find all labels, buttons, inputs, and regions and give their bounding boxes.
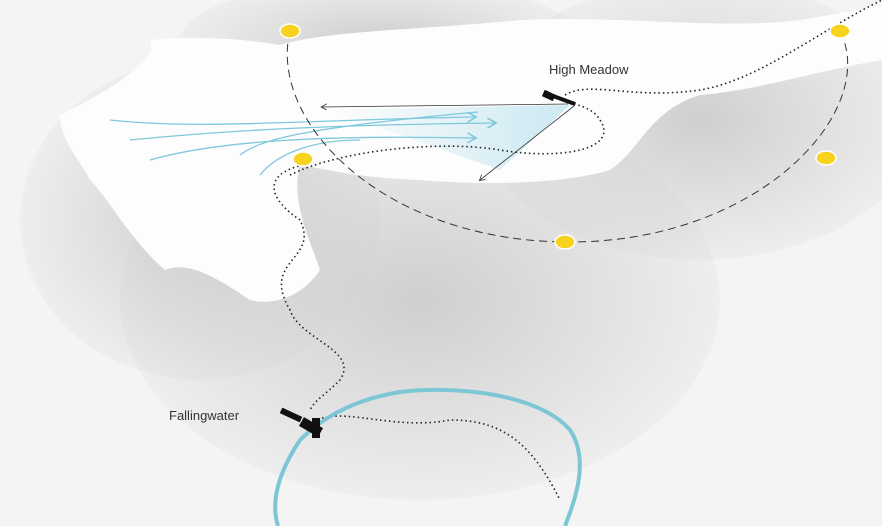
sun-position-icon (292, 151, 314, 167)
label-fallingwater: Fallingwater (169, 408, 240, 423)
label-high-meadow: High Meadow (549, 62, 629, 77)
sun-position-icon (554, 234, 576, 250)
river (273, 387, 582, 526)
building-fallingwater-icon (279, 407, 324, 438)
sun-position-icon (279, 23, 301, 39)
walking-paths (273, 0, 882, 501)
building-high-meadow-icon (541, 89, 576, 106)
sun-position-icon (829, 23, 851, 39)
sun-positions (279, 23, 851, 250)
sun-position-icon (815, 150, 837, 166)
wind-arrows (109, 111, 495, 176)
view-lines (322, 103, 575, 180)
